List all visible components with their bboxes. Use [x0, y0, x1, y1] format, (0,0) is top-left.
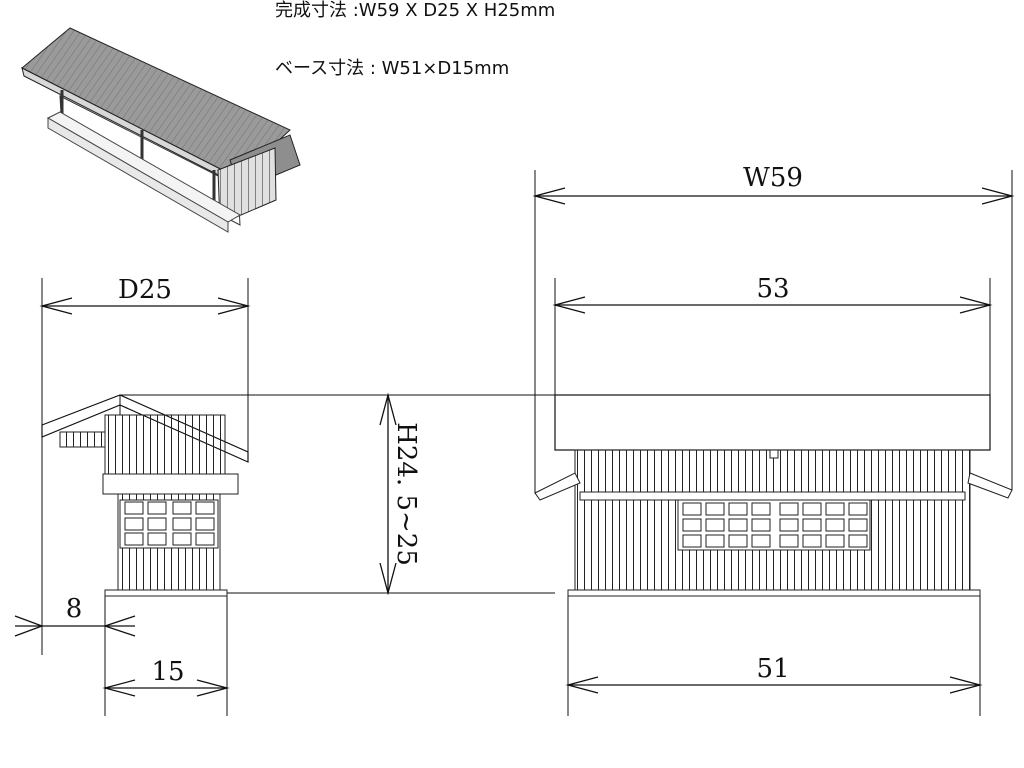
spec-finished-size: 完成寸法 :W59 X D25 X H25mm	[275, 0, 556, 21]
isometric-view	[21, 27, 301, 233]
dimension-lines	[14, 187, 1015, 697]
dim-base-depth: 15	[151, 657, 184, 687]
spec-base-size: ベース寸法 : W51×D15mm	[275, 58, 510, 79]
side-elevation	[41, 394, 249, 597]
front-elevation	[534, 394, 1013, 597]
dim-width-roof: 53	[756, 274, 789, 304]
dim-depth-total: D25	[118, 275, 172, 305]
extension-lines	[41, 170, 1013, 716]
dim-height: H24. 5~25	[391, 422, 421, 566]
dim-base-width: 51	[756, 654, 789, 684]
dim-offset-left: 8	[66, 594, 83, 624]
side-window-grid	[124, 501, 215, 546]
front-window-grid	[682, 502, 868, 548]
dim-width-total: W59	[743, 163, 803, 193]
